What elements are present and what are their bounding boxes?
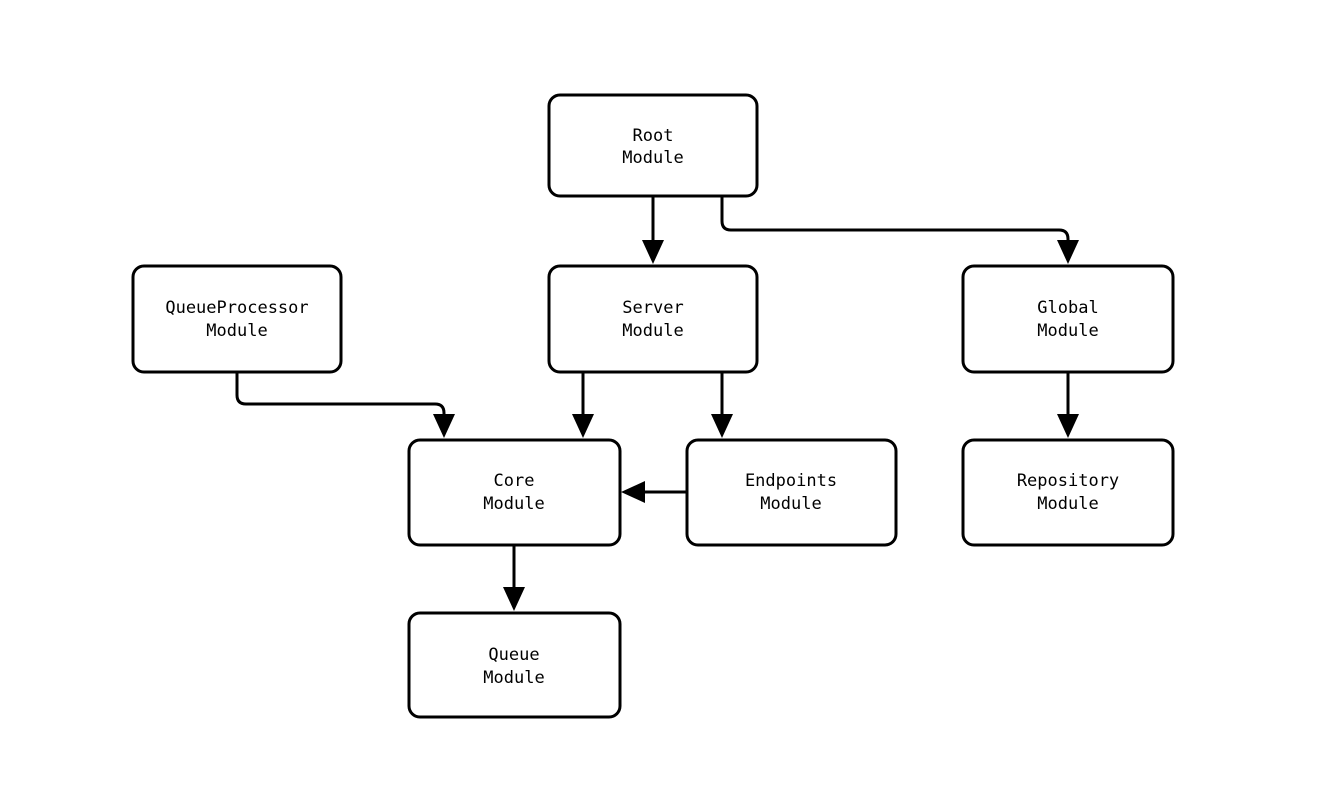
node-endpoints-module[interactable]: Endpoints Module [685, 438, 898, 547]
node-label-line1: Core [494, 471, 535, 491]
node-box[interactable] [407, 611, 622, 719]
node-label-line2: Module [1037, 494, 1098, 514]
node-label-line1: Repository [1017, 471, 1119, 491]
node-box[interactable] [407, 438, 622, 547]
arrow-head-icon [1057, 240, 1079, 264]
node-label-line2: Module [622, 148, 683, 168]
node-label-line2: Module [622, 321, 683, 341]
edge-line [720, 196, 1070, 246]
node-queue-module[interactable]: Queue Module [407, 611, 622, 719]
node-box[interactable] [961, 438, 1175, 547]
node-label-line2: Module [760, 494, 821, 514]
node-root-module[interactable]: Root Module [547, 93, 759, 198]
arrow-head-icon [503, 587, 525, 611]
node-label-line1: QueueProcessor [165, 298, 308, 318]
node-box[interactable] [685, 438, 898, 547]
edge-endpoints-to-core [621, 481, 687, 503]
node-label-line2: Module [1037, 321, 1098, 341]
node-queueprocessor-module[interactable]: QueueProcessor Module [131, 264, 343, 374]
node-box[interactable] [961, 264, 1175, 374]
arrow-head-icon [433, 414, 455, 438]
arrow-head-icon [642, 240, 664, 264]
node-repository-module[interactable]: Repository Module [961, 438, 1175, 547]
node-label-line1: Server [622, 298, 683, 318]
arrow-head-icon [621, 481, 645, 503]
arrow-head-icon [572, 414, 594, 438]
node-label-line2: Module [483, 668, 544, 688]
node-box[interactable] [547, 93, 759, 198]
edge-root-to-server [642, 196, 664, 264]
edge-root-to-global [720, 196, 1079, 264]
node-server-module[interactable]: Server Module [547, 264, 759, 374]
node-global-module[interactable]: Global Module [961, 264, 1175, 374]
arrow-head-icon [711, 414, 733, 438]
edge-global-to-repository [1057, 372, 1079, 438]
node-box[interactable] [131, 264, 343, 374]
node-label-line1: Root [633, 126, 674, 146]
arrow-head-icon [1057, 414, 1079, 438]
node-label-line1: Global [1037, 298, 1098, 318]
node-core-module[interactable]: Core Module [407, 438, 622, 547]
node-label-line2: Module [483, 494, 544, 514]
node-label-line1: Endpoints [745, 471, 837, 491]
node-label-line2: Module [206, 321, 267, 341]
node-label-line1: Queue [488, 645, 539, 665]
edge-queueprocessor-to-core [235, 372, 455, 438]
node-box[interactable] [547, 264, 759, 374]
edge-line [235, 372, 446, 419]
edge-server-to-core [572, 372, 594, 438]
edge-server-to-endpoints [711, 372, 733, 438]
edge-core-to-queue [503, 545, 525, 611]
